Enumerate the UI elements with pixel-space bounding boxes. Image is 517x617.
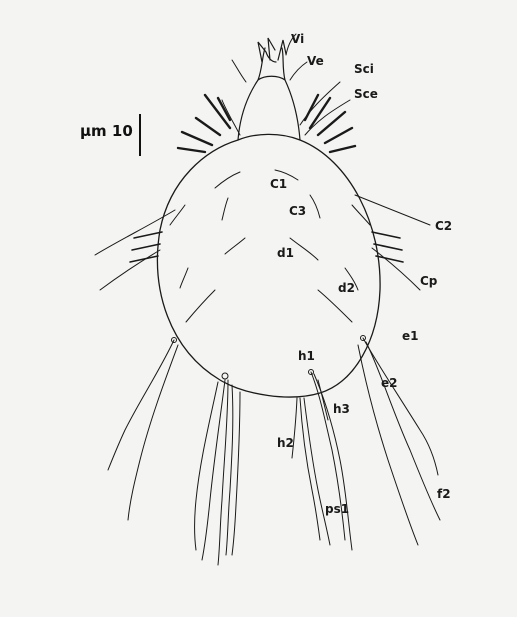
label-h1: h1 (298, 350, 315, 362)
label-d1: d1 (277, 247, 294, 259)
anterior-spines-right (305, 95, 355, 152)
scale-bar (139, 114, 141, 156)
body-outline (158, 134, 381, 397)
label-c2: C2 (435, 220, 452, 232)
label-d2: d2 (338, 282, 355, 294)
posterior-setae-right (300, 338, 440, 550)
label-ve: Ve (307, 55, 324, 67)
label-sce: Sce (354, 88, 378, 100)
seta-ve-left (232, 60, 246, 82)
label-sci: Sci (354, 63, 374, 75)
gnathosoma (238, 48, 300, 140)
seta-ve (290, 62, 307, 80)
anterior-spines-left (178, 95, 230, 152)
label-cp: Cp (420, 275, 437, 287)
dorsal-setae (170, 170, 370, 322)
label-h2: h2 (277, 437, 294, 449)
label-e2: e2 (381, 377, 398, 389)
scale-label: µm 10 (80, 122, 133, 140)
seta-cp-left (100, 250, 160, 290)
label-c1: C1 (270, 178, 287, 190)
label-ps1: ps1 (325, 503, 349, 515)
pore-h-left (222, 373, 228, 379)
posterior-setae-left (108, 340, 240, 565)
label-vi: Vi (291, 33, 304, 45)
label-h3: h3 (333, 403, 350, 415)
label-c3: C3 (289, 205, 306, 217)
label-e1: e1 (402, 330, 419, 342)
seta-c2-left (95, 210, 175, 255)
seta-sc-left (222, 100, 240, 135)
label-f2: f2 (437, 488, 451, 500)
